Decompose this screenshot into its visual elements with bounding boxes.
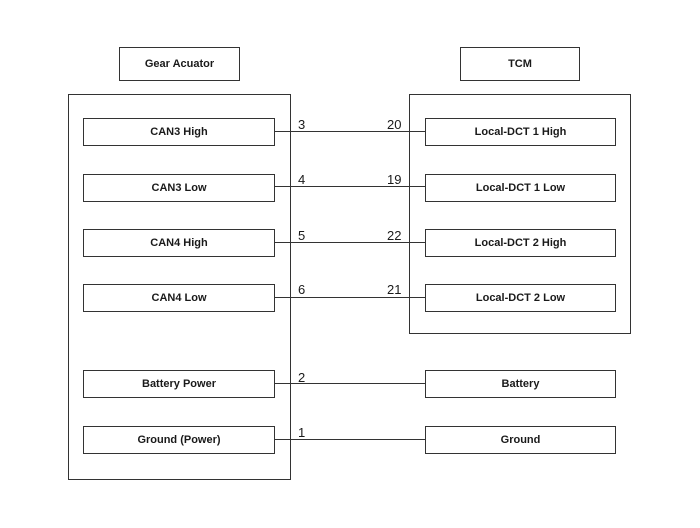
pin-number: 20 (387, 117, 402, 132)
wire-can4-low (275, 297, 425, 298)
tcm-title: TCM (460, 47, 580, 81)
wire-can4-high (275, 242, 425, 243)
terminal-can3-low: CAN3 Low (83, 174, 275, 202)
pin-number: 1 (298, 425, 306, 440)
pin-number: 2 (298, 370, 306, 385)
wire-can3-high (275, 131, 425, 132)
terminal-can4-high: CAN4 High (83, 229, 275, 257)
terminal-can4-low: CAN4 Low (83, 284, 275, 312)
wire-ground-power (275, 439, 425, 440)
pin-number: 3 (298, 117, 306, 132)
pin-number: 21 (387, 282, 402, 297)
pin-number: 6 (298, 282, 306, 297)
terminal-local-dct1-low: Local-DCT 1 Low (425, 174, 616, 202)
terminal-local-dct2-high: Local-DCT 2 High (425, 229, 616, 257)
terminal-battery-power: Battery Power (83, 370, 275, 398)
terminal-can3-high: CAN3 High (83, 118, 275, 146)
pin-number: 5 (298, 228, 306, 243)
terminal-local-dct1-high: Local-DCT 1 High (425, 118, 616, 146)
pin-number: 22 (387, 228, 402, 243)
external-ground: Ground (425, 426, 616, 454)
terminal-local-dct2-low: Local-DCT 2 Low (425, 284, 616, 312)
gear-actuator-outline (68, 94, 291, 480)
pin-number: 19 (387, 172, 402, 187)
wire-battery-power (275, 383, 425, 384)
tcm-outline (409, 94, 631, 334)
wire-can3-low (275, 186, 425, 187)
external-battery: Battery (425, 370, 616, 398)
pin-number: 4 (298, 172, 306, 187)
gear-actuator-title: Gear Acuator (119, 47, 240, 81)
terminal-ground-power: Ground (Power) (83, 426, 275, 454)
